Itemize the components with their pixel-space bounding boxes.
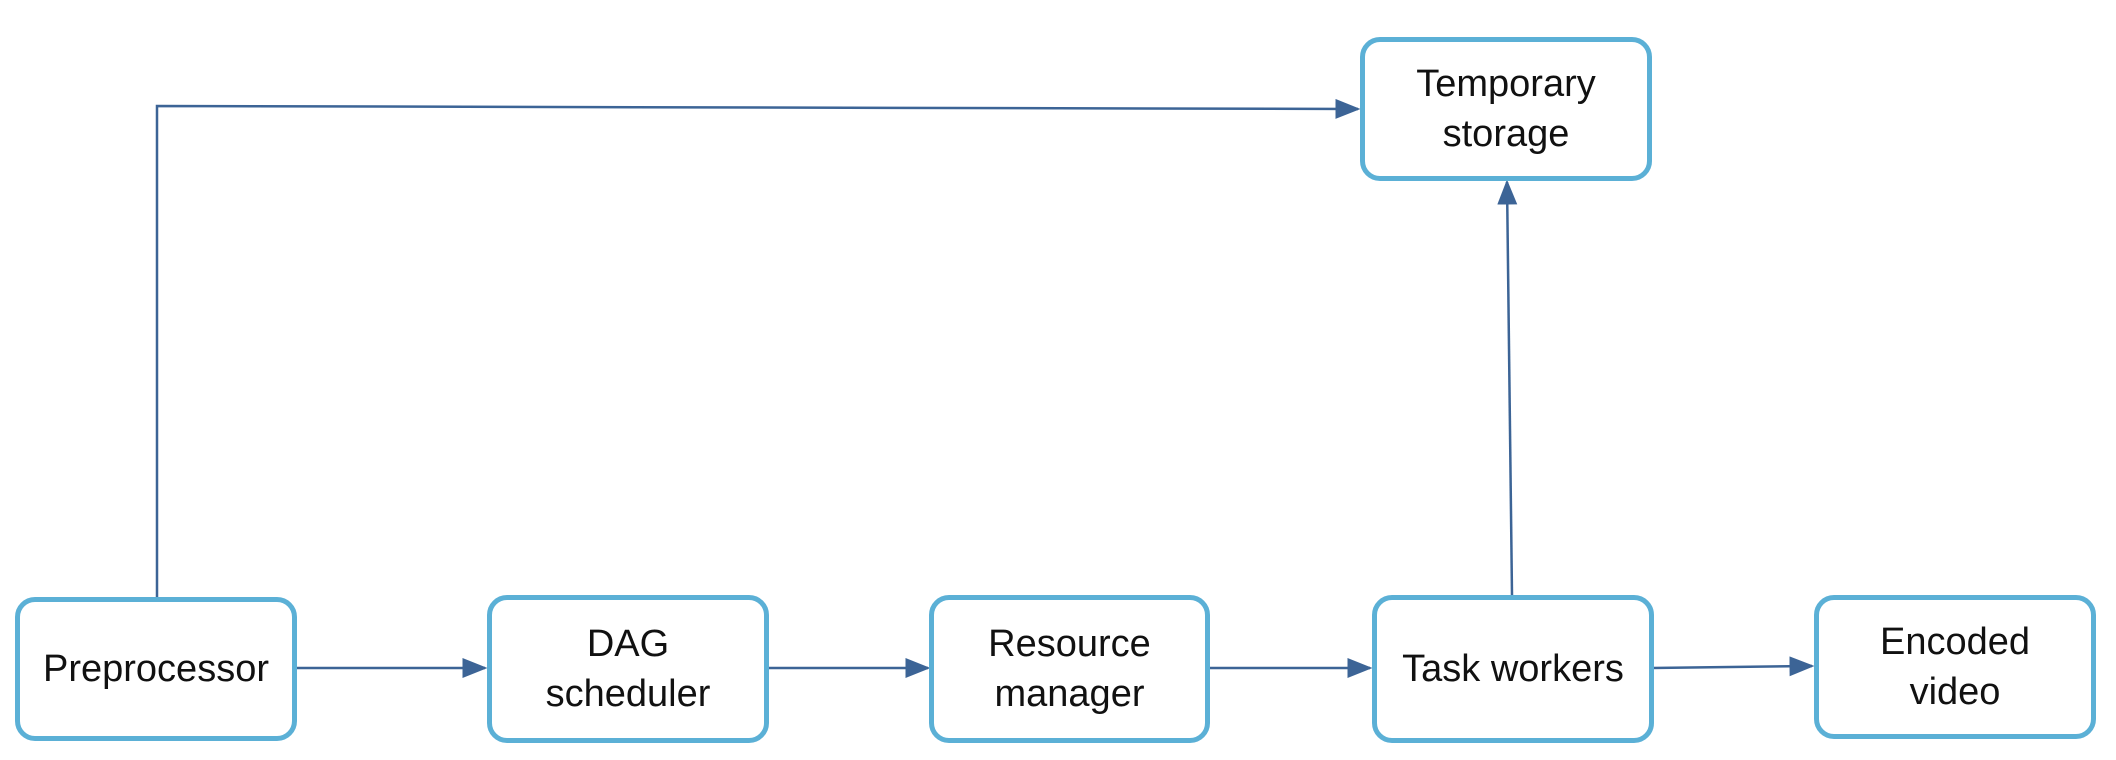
edge-task-workers-to-temporary-storage [1497,179,1518,596]
node-resource-manager-label: Resource manager [988,623,1151,715]
node-encoded-video: Encoded video [1814,595,2096,739]
node-encoded-video-label: Encoded video [1879,621,2030,713]
node-preprocessor-label: Preprocessor [43,648,269,690]
node-task-workers: Task workers [1372,595,1654,743]
node-preprocessor: Preprocessor [15,597,297,741]
edge-preprocessor-to-temporary-storage [155,98,1361,597]
node-resource-manager: Resource manager [929,595,1210,743]
node-temporary-storage: Temporary storage [1360,37,1652,181]
edge-task-workers-to-encoded-video [1651,656,1815,677]
node-dag-scheduler: DAG scheduler [487,595,769,743]
node-temporary-storage-label: Temporary storage [1416,63,1596,155]
node-dag-scheduler-label: DAG scheduler [545,623,711,715]
node-task-workers-label: Task workers [1402,648,1624,690]
